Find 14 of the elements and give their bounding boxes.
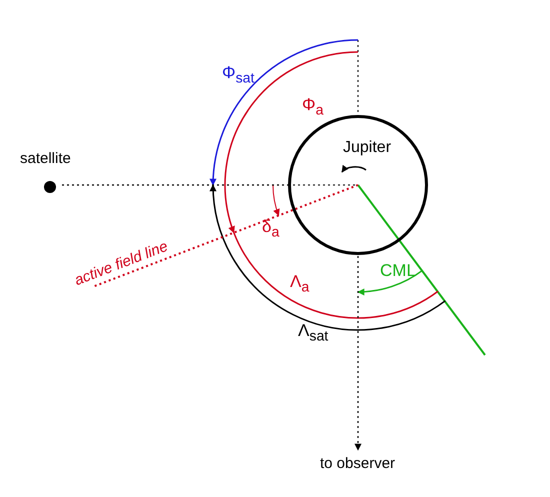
node-label: active field line xyxy=(72,238,170,288)
connector xyxy=(62,184,288,186)
angle-label: δ$_{a}$ xyxy=(262,218,280,240)
angle-label: Φ$_{sat}$ xyxy=(222,64,254,86)
angle-label: Λ$_{a}$ xyxy=(290,273,310,295)
connector xyxy=(354,256,362,451)
angle-label: CML xyxy=(380,262,416,279)
angle-label: Λ$_{sat}$ xyxy=(298,322,328,344)
angle-label: Φ$_{a}$ xyxy=(302,96,324,118)
node-label: to observer xyxy=(320,455,396,472)
planet-circle xyxy=(288,115,428,255)
connector xyxy=(92,209,293,288)
node-label: satellite xyxy=(20,150,71,167)
node-label: Jupiter xyxy=(343,140,392,156)
